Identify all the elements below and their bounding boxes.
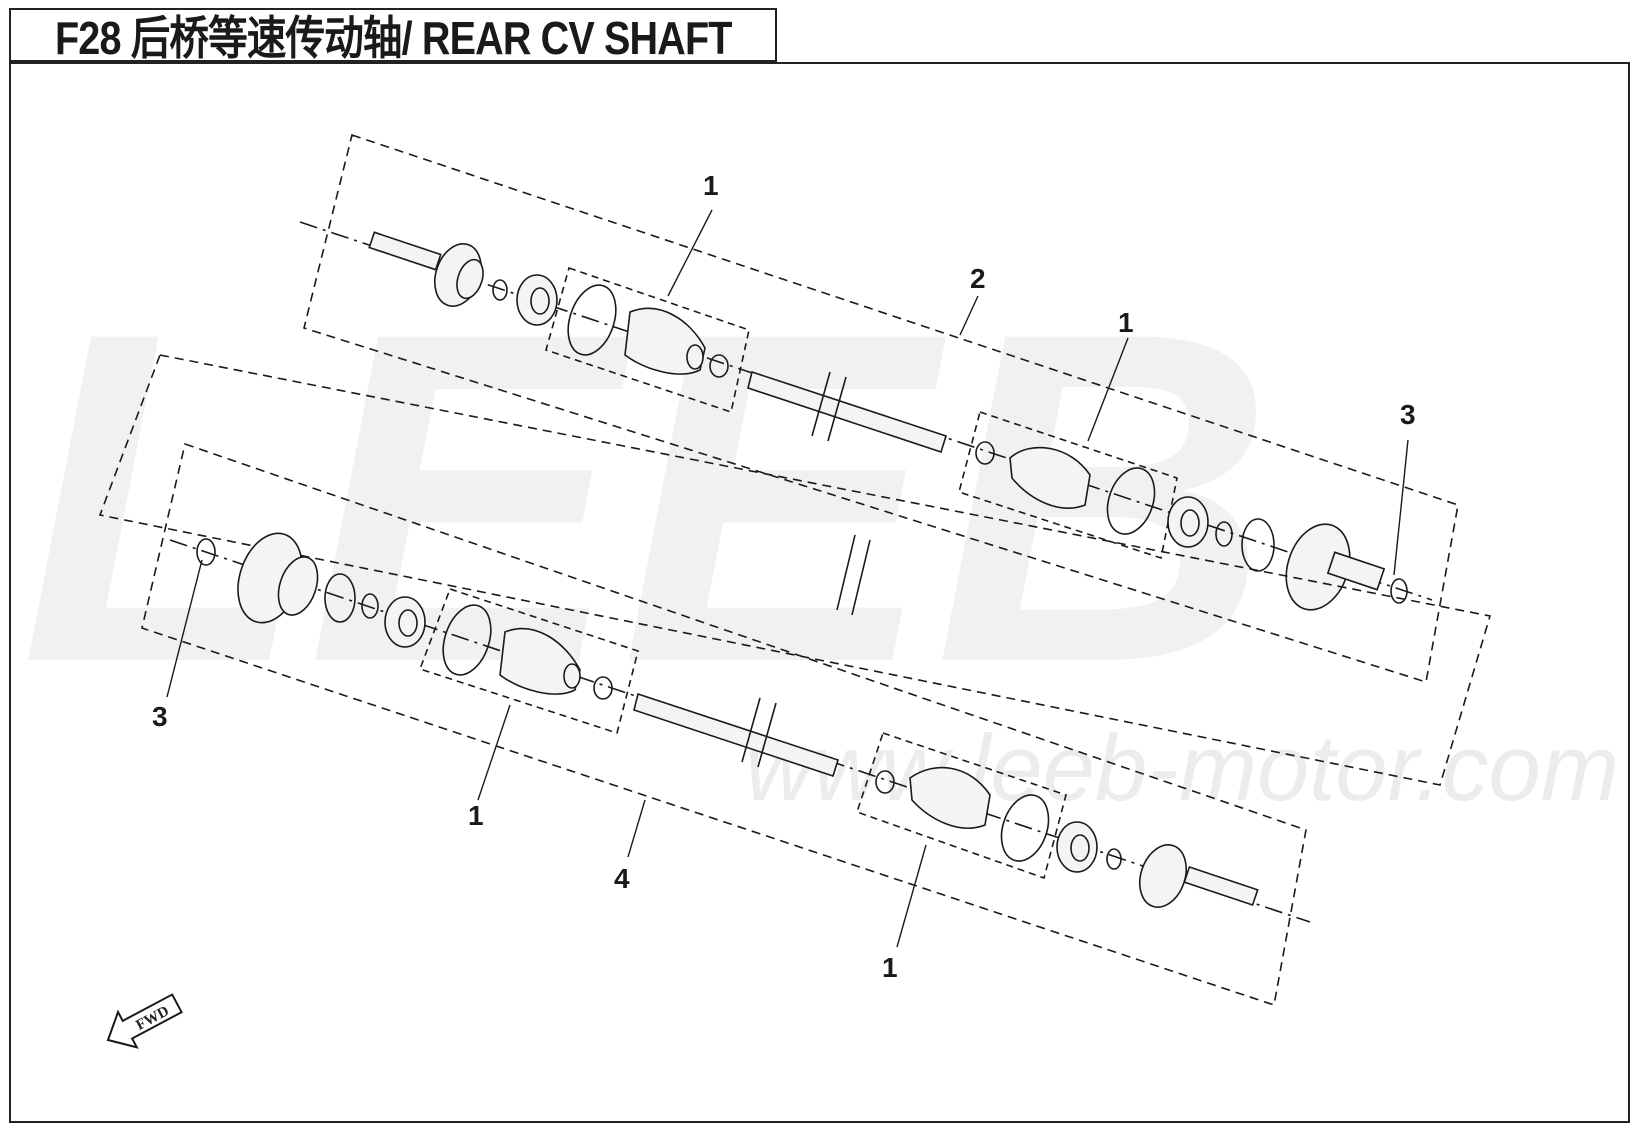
callout-1-upper-right: 1: [1118, 307, 1134, 338]
page-title: F28 后桥等速传动轴/ REAR CV SHAFT: [55, 12, 732, 64]
watermark-url: www.leeb-motor.com: [745, 715, 1619, 820]
inner-cv-housing-lower-left: [237, 532, 319, 624]
group-box-outer-lower: [98, 354, 1492, 786]
group-box-2: [303, 133, 1459, 684]
axle-shaft-upper: [747, 370, 947, 454]
break-mark-outer-1: [836, 534, 856, 611]
circlip-upper-left: [492, 279, 508, 301]
callout-1-lower-right: 1: [882, 952, 898, 983]
o-ring-lower-left: [324, 573, 356, 623]
axle-shaft-lower: [633, 692, 839, 778]
outer-cv-joint-upper-left: [368, 231, 484, 307]
retaining-ring-upper-right: [1390, 578, 1408, 604]
circlip-upper-right: [1215, 521, 1233, 547]
leader-lines: [166, 209, 1409, 948]
boot-kit-box-lower-right: [855, 731, 1067, 880]
title-box: F28 后桥等速传动轴/ REAR CV SHAFT: [9, 8, 777, 64]
outer-cv-joint-lower-right: [1138, 844, 1259, 908]
small-clamp-upper-right: [975, 441, 995, 465]
boot-kit-box-upper-left: [545, 266, 750, 414]
callout-4: 4: [614, 863, 630, 894]
callout-1-upper-left: 1: [703, 170, 719, 201]
bearing-cage-upper-left: [516, 274, 558, 326]
boot-upper-right: [1009, 446, 1091, 509]
boot-clamp-upper-right: [1106, 467, 1156, 535]
inner-cv-housing-upper-right: [1285, 523, 1386, 611]
small-clamp-lower-left: [593, 676, 613, 700]
boot-lower-right: [909, 766, 991, 829]
boot-lower-left: [499, 627, 581, 695]
bearing-cage-lower-right: [1056, 821, 1098, 873]
retaining-ring-lower-left: [196, 538, 216, 566]
boot-kit-box-lower-left: [418, 587, 639, 735]
small-clamp-lower-right: [875, 770, 895, 794]
o-ring-upper-right: [1241, 518, 1275, 572]
bearing-cage-lower-left: [384, 596, 426, 648]
boot-upper-left: [624, 307, 706, 375]
break-mark-outer-2: [851, 539, 871, 616]
callout-3-upper-right: 3: [1400, 399, 1416, 430]
small-clamp-upper-left: [709, 354, 729, 378]
circlip-lower-left: [361, 593, 379, 619]
boot-clamp-lower-left: [442, 604, 492, 676]
circlip-lower-right: [1106, 848, 1122, 870]
diagram-frame: [9, 62, 1630, 1123]
callout-1-lower-left: 1: [468, 800, 484, 831]
bearing-cage-upper-right: [1167, 496, 1209, 548]
boot-clamp-upper-left: [567, 284, 617, 356]
boot-clamp-lower-right: [1000, 794, 1050, 862]
fwd-arrow-icon: FWD: [106, 993, 183, 1049]
boot-kit-box-upper-right: [958, 410, 1178, 560]
callout-3-lower-left: 3: [152, 701, 168, 732]
callout-2: 2: [970, 263, 986, 294]
